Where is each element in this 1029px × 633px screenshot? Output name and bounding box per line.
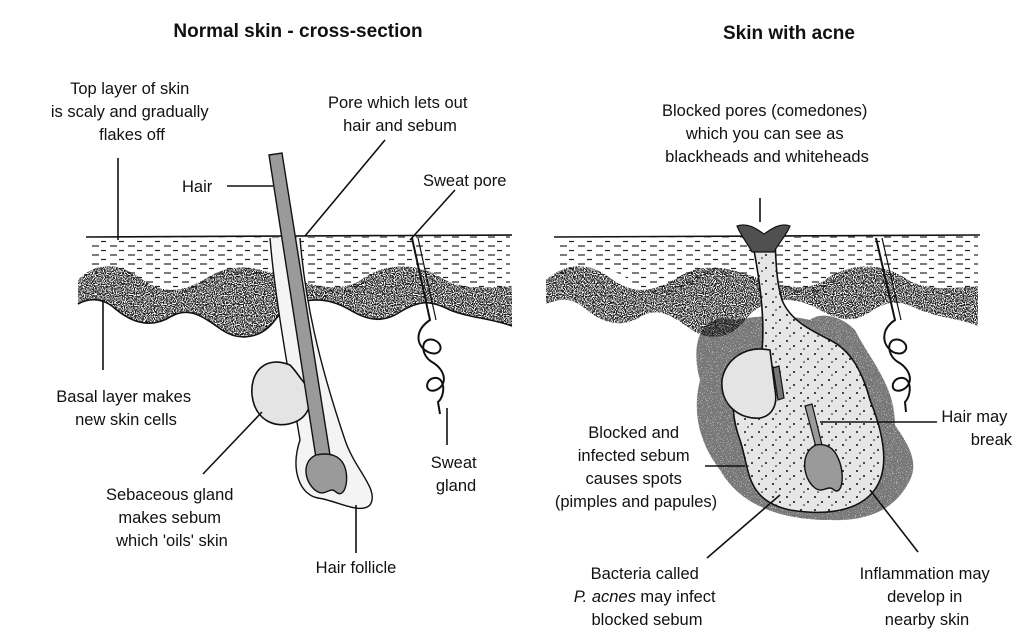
label-basal-layer: Basal layer makes new skin cells bbox=[56, 388, 195, 429]
hair-bulb bbox=[306, 454, 347, 494]
leader-bacteria bbox=[707, 495, 780, 558]
leader-sebaceous-gland bbox=[203, 412, 262, 474]
label-pore: Pore which lets out hair and sebum bbox=[328, 94, 472, 135]
label-sweat-gland: Sweat gland bbox=[431, 454, 481, 495]
label-infected-sebum: Blocked and infected sebum causes spots … bbox=[555, 424, 717, 511]
label-blocked-pores: Blocked pores (comedones) which you can … bbox=[662, 102, 872, 166]
label-sebaceous-gland: Sebaceous gland makes sebum which 'oils'… bbox=[106, 486, 238, 550]
left-panel-title: Normal skin - cross-section bbox=[173, 21, 422, 42]
label-hair-follicle: Hair follicle bbox=[316, 559, 397, 577]
leader-sweat-pore bbox=[410, 190, 455, 240]
label-hair-break: Hair may break bbox=[941, 408, 1012, 449]
label-inflammation: Inflammation may develop in nearby skin bbox=[860, 565, 995, 629]
label-hair: Hair bbox=[182, 178, 213, 196]
label-sweat-pore: Sweat pore bbox=[423, 172, 506, 190]
leader-pore bbox=[305, 140, 385, 236]
right-panel-title: Skin with acne bbox=[723, 23, 855, 44]
label-top-layer: Top layer of skin is scaly and gradually… bbox=[51, 80, 213, 144]
label-bacteria: Bacteria called P. acnes may infect bloc… bbox=[574, 565, 720, 629]
